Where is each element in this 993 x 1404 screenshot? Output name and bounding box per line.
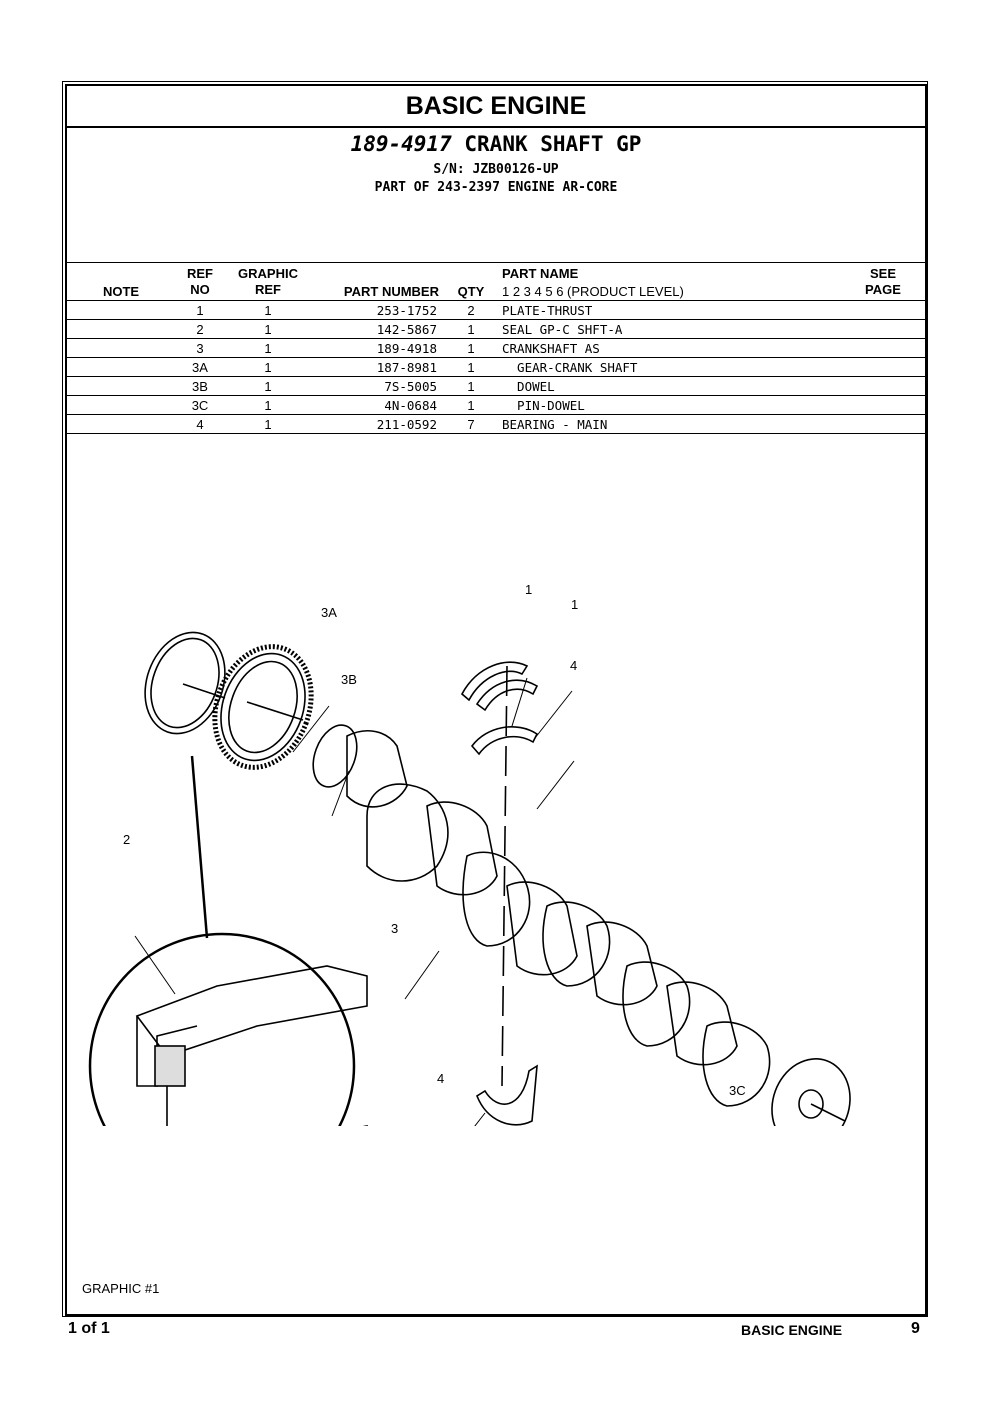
cell-qty: 1 xyxy=(467,322,475,337)
header-ref: REF xyxy=(187,266,213,281)
cell-part-name: SEAL GP-C SHFT-A xyxy=(502,322,623,337)
callout-1b: 1 xyxy=(571,597,579,612)
graphic-caption: GRAPHIC #1 xyxy=(82,1281,160,1296)
serial-number: S/N: JZB00126-UP xyxy=(433,162,559,177)
callout-4b: 4 xyxy=(437,1071,445,1086)
table-row: 3C 1 4N-0684 1 PIN-DOWEL xyxy=(67,395,925,415)
cell-part-number: 142-5867 xyxy=(376,322,437,337)
crankshaft xyxy=(312,724,851,1126)
leader-3a xyxy=(292,705,330,753)
cell-qty: 7 xyxy=(467,417,475,432)
leader-4b xyxy=(474,1112,486,1126)
cell-ref: 3 xyxy=(196,341,204,356)
main-bearing-upper xyxy=(460,661,539,756)
leader-3 xyxy=(404,950,440,1000)
callout-3c: 3C xyxy=(729,1083,746,1098)
cell-part-number: 253-1752 xyxy=(376,303,437,318)
table-row: 3 1 189-4918 1 CRANKSHAFT AS xyxy=(67,338,925,358)
cell-part-number: 189-4918 xyxy=(376,341,437,356)
crankshaft-illustration xyxy=(88,631,851,1126)
header-qty: QTY xyxy=(457,284,485,299)
header-note: NOTE xyxy=(102,284,140,299)
cell-part-number: 4N-0684 xyxy=(384,398,437,413)
cell-part-name: DOWEL xyxy=(502,379,555,394)
footer-page-number: 9 xyxy=(911,1320,920,1337)
table-row: 1 1 253-1752 2 PLATE-THRUST xyxy=(67,300,925,320)
cell-ref: 3B xyxy=(192,379,208,394)
document-frame: BASIC ENGINE 189-4917 CRANK SHAFT GP S/N… xyxy=(65,84,927,1316)
cell-graphic-ref: 1 xyxy=(264,379,272,394)
cell-part-name: CRANKSHAFT AS xyxy=(502,341,600,356)
cell-graphic-ref: 1 xyxy=(264,341,272,356)
section-title: BASIC ENGINE xyxy=(67,86,925,128)
callout-3: 3 xyxy=(391,921,399,936)
leader-4a xyxy=(536,760,575,810)
cell-qty: 1 xyxy=(467,341,475,356)
cell-ref: 1 xyxy=(196,303,204,318)
header-see: SEE xyxy=(869,266,896,281)
callout-4a: 4 xyxy=(570,658,578,673)
cell-part-name: GEAR-CRANK SHAFT xyxy=(502,360,638,375)
leader-3b xyxy=(331,770,350,817)
footer-page-count: 1 of 1 xyxy=(68,1320,110,1337)
header-page: PAGE xyxy=(865,282,901,297)
header-part-name: PART NAME xyxy=(502,266,579,281)
parts-table: NOTE REF NO GRAPHIC REF PART NUMBER QTY … xyxy=(67,262,925,434)
seal-detail-view xyxy=(88,755,368,1126)
table-row: 2 1 142-5867 1 SEAL GP-C SHFT-A xyxy=(67,319,925,339)
callout-3b: 3B xyxy=(341,672,357,687)
callout-3a: 3A xyxy=(321,605,337,620)
cell-graphic-ref: 1 xyxy=(264,360,272,375)
header-graphic-ref: REF xyxy=(255,282,281,297)
leader-1a xyxy=(511,677,528,727)
cell-ref: 3A xyxy=(192,360,208,375)
cell-part-name: BEARING - MAIN xyxy=(502,417,608,432)
cell-qty: 1 xyxy=(467,360,475,375)
part-of: PART OF 243-2397 ENGINE AR-CORE xyxy=(374,180,618,195)
cell-ref: 4 xyxy=(196,417,204,432)
group-name: CRANK SHAFT GP xyxy=(464,132,642,156)
cell-graphic-ref: 1 xyxy=(264,398,272,413)
cell-part-name: PIN-DOWEL xyxy=(502,398,585,413)
cell-part-number: 187-8981 xyxy=(376,360,437,375)
cell-graphic-ref: 1 xyxy=(264,303,272,318)
seal-ring xyxy=(144,631,226,735)
group-part-number: 189-4917 xyxy=(350,132,452,156)
main-bearing-lower xyxy=(476,1064,538,1126)
header-graphic: GRAPHIC xyxy=(238,266,298,281)
table-row: 4 1 211-0592 7 BEARING - MAIN xyxy=(67,414,925,434)
group-title: 189-4917 CRANK SHAFT GP xyxy=(67,132,925,156)
cell-ref: 3C xyxy=(191,398,209,413)
table-row: 3A 1 187-8981 1 GEAR-CRANK SHAFT xyxy=(67,357,925,377)
cell-part-number: 7S-5005 xyxy=(384,379,437,394)
cell-graphic-ref: 1 xyxy=(264,322,272,337)
header-product-level: 1 2 3 4 5 6 (PRODUCT LEVEL) xyxy=(502,284,684,299)
callout-2: 2 xyxy=(123,832,131,847)
header-part-number: PART NUMBER xyxy=(343,284,439,299)
table-row: 3B 1 7S-5005 1 DOWEL xyxy=(67,376,925,396)
cell-part-name: PLATE-THRUST xyxy=(502,303,593,318)
crank-gear xyxy=(212,644,314,770)
leader-1b xyxy=(534,690,573,739)
cell-ref: 2 xyxy=(196,322,204,337)
cell-graphic-ref: 1 xyxy=(264,417,272,432)
footer-section: BASIC ENGINE xyxy=(741,1322,843,1338)
header-no: NO xyxy=(190,282,210,297)
cell-qty: 1 xyxy=(467,398,475,413)
cell-part-number: 211-0592 xyxy=(376,417,437,432)
cell-qty: 1 xyxy=(467,379,475,394)
callout-1a: 1 xyxy=(525,582,533,597)
leader-2 xyxy=(134,935,176,995)
cell-qty: 2 xyxy=(467,303,475,318)
